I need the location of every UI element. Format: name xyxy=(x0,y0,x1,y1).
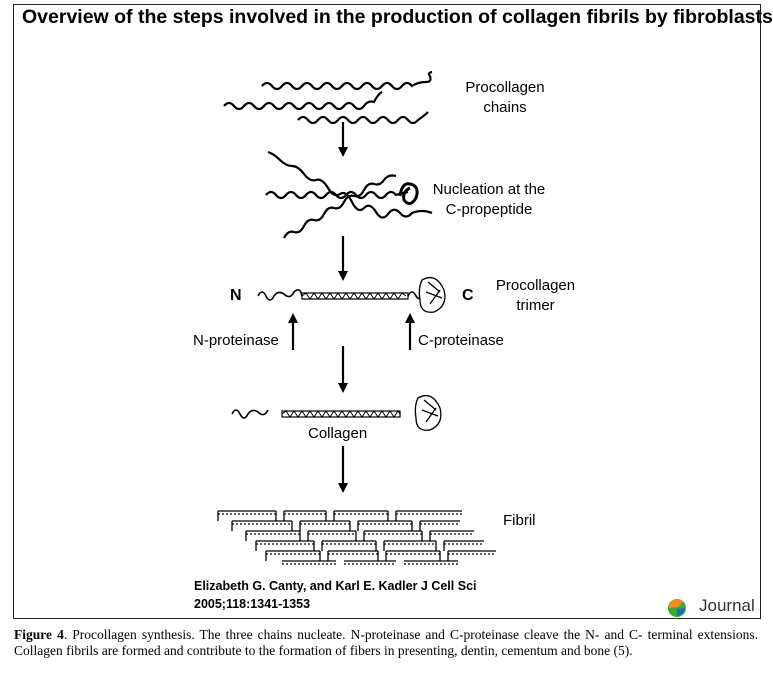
figure-title: Overview of the steps involved in the pr… xyxy=(22,6,773,28)
n-proteinase-label: N-proteinase xyxy=(193,332,279,349)
figure-credit: Elizabeth G. Canty, and Karl E. Kadler J… xyxy=(194,577,477,613)
caption-label: Figure 4 xyxy=(14,627,64,642)
journal-logo: Journal xyxy=(663,592,759,618)
label-line: trimer xyxy=(516,297,555,314)
figure-frame xyxy=(13,4,761,619)
label-line: Nucleation at the xyxy=(432,181,546,198)
credit-line: 2005;118:1341-1353 xyxy=(194,597,311,611)
cleaved-collagen xyxy=(231,394,442,431)
label-line: Procollagen xyxy=(465,79,545,96)
journal-logo-icon xyxy=(668,599,686,617)
c-terminal-label: C xyxy=(462,287,474,304)
label-line: C-propeptide xyxy=(445,201,533,218)
c-proteinase-label: C-proteinase xyxy=(418,332,504,349)
credit-line: Elizabeth G. Canty, and Karl E. Kadler J… xyxy=(194,579,477,593)
n-terminal-label: N xyxy=(230,287,242,304)
label-line: Procollagen xyxy=(495,277,576,294)
journal-logo-text: Journal xyxy=(699,596,755,615)
caption-text: . Procollagen synthesis. The three chain… xyxy=(14,627,759,658)
fibril xyxy=(217,510,496,565)
collagen-label: Collagen xyxy=(308,425,368,442)
procollagen-trimer xyxy=(257,276,446,313)
label-nucleation: Nucleation at the C-propeptide xyxy=(420,180,558,220)
nucleating-chains xyxy=(265,150,433,239)
label-procollagen-trimer: Procollagen trimer xyxy=(478,276,593,316)
label-procollagen-chains: Procollagen chains xyxy=(440,78,570,118)
figure-caption: Figure 4. Procollagen synthesis. The thr… xyxy=(14,627,758,659)
label-line: chains xyxy=(483,99,527,116)
fibril-label: Fibril xyxy=(503,512,536,529)
procollagen-chains xyxy=(223,70,433,125)
collagen-diagram xyxy=(217,70,496,565)
proteinase-arrows xyxy=(288,313,415,350)
